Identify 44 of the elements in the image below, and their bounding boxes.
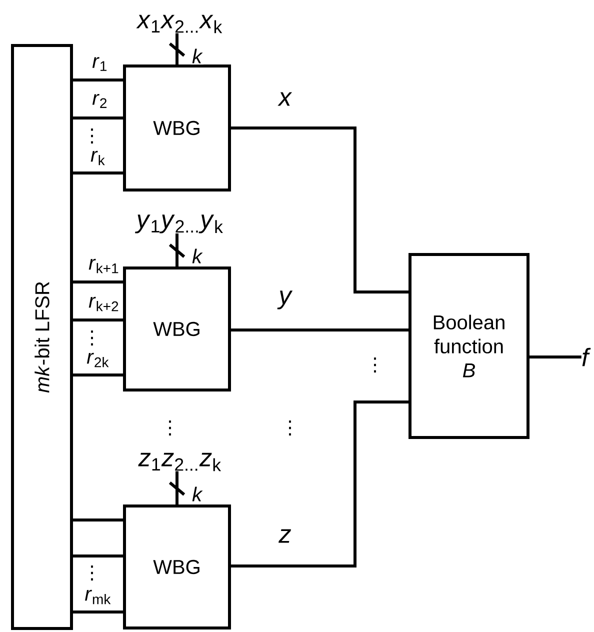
connector-line	[230, 126, 410, 294]
bus-label: x$_{1}$x$_{2...}$x$_{k}$	[136, 14, 222, 34]
connector-line	[72, 554, 124, 558]
bus-line	[170, 233, 184, 268]
bus-line	[170, 33, 184, 66]
edge-label: x	[277, 90, 293, 108]
connector-line	[72, 518, 124, 522]
edge-label: r$_{k}$	[89, 150, 107, 166]
edge-label: r$_{1}$	[90, 56, 110, 72]
connector-line	[72, 610, 124, 614]
ellipsis-label: ⋮	[91, 128, 93, 144]
ellipsis-label: ⋮	[91, 565, 93, 581]
generator-box: WBG	[123, 64, 231, 192]
edge-label: r$_{mk}$	[83, 588, 113, 606]
edge-label: k	[190, 247, 204, 265]
connector-line	[72, 78, 124, 82]
ellipsis-label: ⋮	[289, 420, 291, 436]
output-label: f	[582, 348, 591, 366]
edge-label: r$_{2k}$	[85, 352, 111, 368]
function-box: Boolean function B	[408, 253, 530, 439]
ellipsis-label: ⋮	[169, 420, 171, 436]
edge-label: r$_{k+2}$	[87, 296, 121, 312]
connector-line	[72, 116, 124, 120]
connector-line	[72, 318, 124, 322]
connector-line	[230, 328, 410, 332]
ellipsis-label: ⋮	[91, 330, 93, 346]
generator-box: WBG	[123, 266, 231, 392]
bus-label: y$_{1}$y$_{2...}$y$_{k}$	[134, 214, 223, 234]
connector-line	[72, 280, 124, 284]
edge-label: z	[277, 528, 293, 544]
edge-label: k	[190, 485, 204, 503]
register-box: mk-bit LFSR	[11, 44, 73, 630]
edge-label: r$_{k+1}$	[87, 258, 121, 274]
connector-line	[230, 400, 410, 568]
generator-box: WBG	[123, 504, 231, 630]
bus-label: z$_{1}$z$_{2...}$z$_{k}$	[138, 452, 222, 472]
connector-line	[528, 356, 582, 358]
connector-line	[72, 172, 124, 174]
edge-label: r$_{2}$	[90, 92, 110, 110]
ellipsis-label: ⋮	[374, 357, 376, 373]
edge-label: k	[190, 47, 204, 65]
bus-line	[170, 471, 184, 506]
edge-label: y	[277, 289, 293, 311]
connector-line	[72, 374, 124, 376]
